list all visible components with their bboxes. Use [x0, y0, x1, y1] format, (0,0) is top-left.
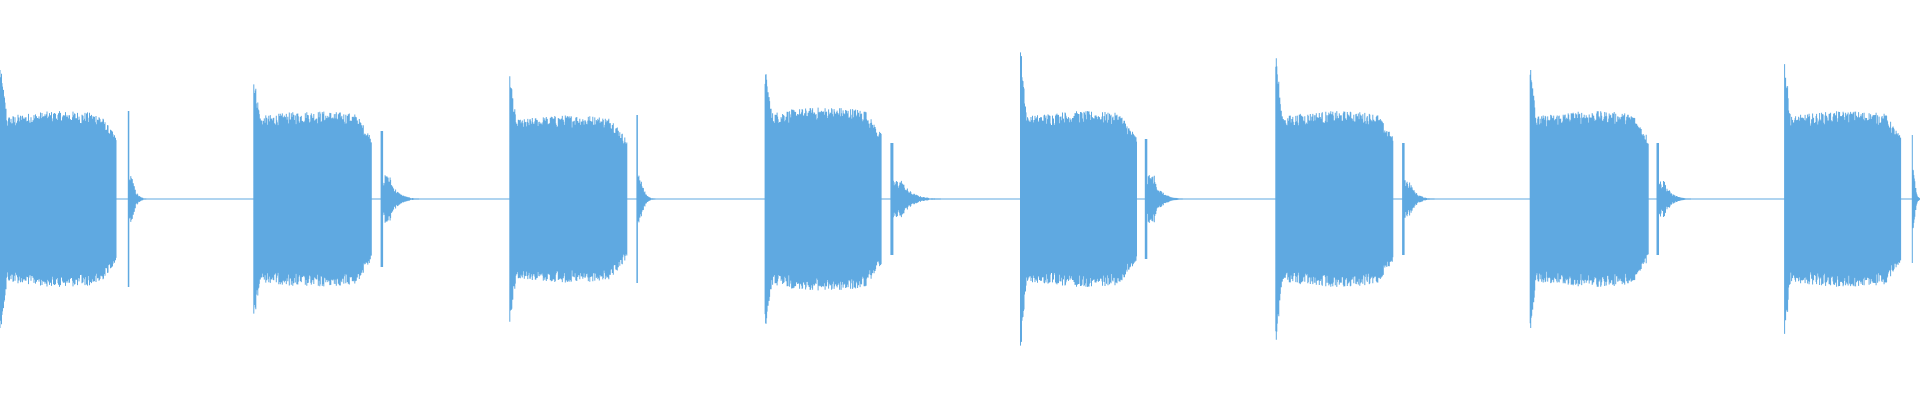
waveform-signal: [0, 52, 1920, 346]
